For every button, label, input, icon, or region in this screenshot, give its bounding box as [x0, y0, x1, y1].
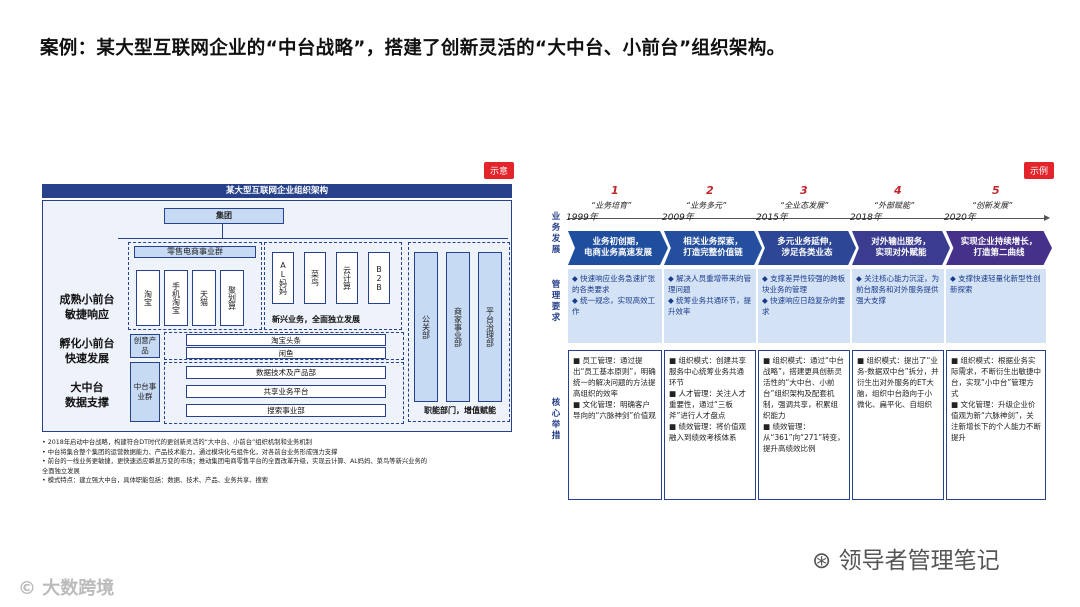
step-number: 1 — [611, 184, 619, 197]
retail-unit: 聚划算 — [220, 270, 244, 326]
phase-chevron: 多元业务延伸， 涉足各类业态 — [758, 231, 856, 265]
note-line: • 前台的一线业务更敏捷，更快速适应瞬息万变的市场；推动集团电商零售平台的全面改… — [42, 458, 428, 465]
step-label: “外部赋能” — [874, 201, 915, 210]
retail-group-box — [128, 242, 262, 330]
requirement-cell: ◆ 解决人员重增带来的管理问题 ◆ 统筹业务共通环节，提升效率 — [664, 269, 756, 343]
row-label-business: 业务发展 — [551, 212, 561, 255]
incubate-box — [164, 332, 404, 360]
timeline-axis — [568, 218, 1048, 219]
row-label-measures: 核心举措 — [551, 398, 561, 441]
functions-caption: 职能部门，增值赋能 — [424, 406, 496, 415]
creative-products-box: 创意产品 — [130, 334, 160, 358]
note-line: 全面独立发展 — [42, 467, 80, 475]
connector — [222, 224, 223, 238]
label-middle-platform: 大中台 数据支撑 — [65, 381, 109, 409]
note-line: • 模式特点：建立强大中台，具体职能包括：数据、技术、产品、业务共享、搜索 — [42, 477, 269, 484]
phase-chevron: 业务初创期， 电商业务高速发展 — [568, 231, 668, 265]
demo-tag: 示意 — [484, 162, 515, 179]
measure-cell: ■ 组织模式：通过“中台战略”，搭建更具创新灵活性的“大中台、小前台”组织架构及… — [758, 350, 850, 500]
step-number: 2 — [706, 184, 714, 197]
platform-unit: 共享业务平台 — [186, 385, 386, 398]
incubate-unit: 闲鱼 — [186, 347, 386, 359]
requirement-cell: ◆ 关注核心能力沉淀，为前台服务和对外服务提供强大支撑 — [852, 269, 944, 343]
label-mature-front: 成熟小前台 敏捷响应 — [59, 293, 115, 321]
platform-box — [164, 362, 404, 424]
new-business-box — [264, 242, 402, 330]
year-label: 2009年 — [662, 213, 694, 223]
org-chart-panel: 示意 某大型互联网企业组织架构 成熟小前台 敏捷响应 孵化小前台 快速发展 大中… — [36, 158, 522, 510]
group-box: 集团 — [164, 208, 284, 224]
new-biz-caption: 新兴业务，全面独立发展 — [272, 315, 360, 324]
step-number: 5 — [992, 184, 1000, 197]
function-unit: 商家事业部 — [446, 252, 470, 402]
example-tag: 示例 — [1024, 162, 1055, 179]
platform-unit: 搜索事业部 — [186, 404, 386, 417]
function-unit: 平台治理部 — [478, 252, 502, 402]
axis-arrow-icon: ▶ — [1044, 213, 1051, 222]
retail-unit: 淘宝 — [136, 270, 160, 326]
step-label: “业务培育” — [591, 201, 632, 210]
year-label: 2018年 — [850, 213, 882, 223]
note-line: • 中台将集合整个集团的运营数据能力、产品技术能力，通过模块化与组件化，对各前台… — [42, 448, 338, 456]
year-label: 1999年 — [566, 213, 598, 223]
new-biz-unit: 云计算 — [336, 252, 358, 304]
measure-cell: ■ 组织模式：根据业务实际需求，不断衍生出敏捷中台，实现“小中台”管理方式 ■ … — [946, 350, 1046, 500]
connector — [118, 238, 508, 239]
year-label: 2020年 — [944, 213, 976, 223]
requirement-cell: ◆ 支撑差异性较强的跨板块业务的管理 ◆ 快速响应日趋复杂的要求 — [758, 269, 850, 343]
incubate-unit: 淘宝头条 — [186, 334, 386, 346]
measure-cell: ■ 员工管理：通过提出“员工基本原则”，明确统一的解决问题的方法提高组织的效率 … — [568, 350, 662, 500]
phase-chevron: 实现企业持续增长， 打造第二曲线 — [946, 231, 1052, 265]
row-label-requirements: 管理要求 — [551, 280, 561, 323]
middle-platform-box: 中台事业群 — [130, 362, 160, 422]
note-line: • 2018年启动中台战略，构建符合DT时代的更创新灵活的“大中台、小前台”组织… — [42, 439, 312, 446]
requirement-cell: ◆ 快速响应业务急速扩张的各类要求 ◆ 统一规念，实现高效工作 — [568, 269, 662, 343]
retail-group-title: 零售电商事业群 — [134, 246, 256, 258]
functions-box — [408, 242, 510, 422]
measure-cell: ■ 组织模式：创建共享服务中心统筹业务共通环节 ■ 人才管理：关注人才重要性，通… — [664, 350, 756, 500]
requirement-cell: ◆ 支撑快速轻量化新型性创新探索 — [946, 269, 1046, 343]
year-label: 2015年 — [756, 213, 788, 223]
step-label: “业务多元” — [686, 201, 727, 210]
retail-unit: 天猫 — [192, 270, 216, 326]
new-biz-unit: B2B — [368, 252, 390, 304]
page-title: 案例：某大型互联网企业的“中台战略”，搭建了创新灵活的“大中台、小前台”组织架构… — [40, 38, 786, 59]
function-unit: 公关部 — [414, 252, 438, 402]
timeline-panel: 示例 业务发展 管理要求 核心举措 ▶ 1999年 2009年 2015年 2018年… — [546, 158, 1056, 510]
step-label: “全业态发展” — [780, 201, 829, 210]
step-number: 3 — [800, 184, 808, 197]
step-number: 4 — [894, 184, 902, 197]
step-label: “创新发展” — [972, 201, 1013, 210]
phase-chevron: 对外输出服务， 实现对外赋能 — [852, 231, 950, 265]
new-biz-unit: AL妈妈 — [272, 252, 294, 304]
platform-unit: 数据技术及产品部 — [186, 366, 386, 379]
wechat-icon: ⊛ — [812, 548, 832, 574]
label-incubate-front: 孵化小前台 快速发展 — [59, 337, 115, 365]
watermark-wechat: ⊛ 领导者管理笔记 — [812, 548, 1000, 574]
phase-chevron: 相关业务探索， 打造完整价值链 — [664, 231, 762, 265]
org-chart-header: 某大型互联网企业组织架构 — [42, 184, 512, 198]
measure-cell: ■ 组织模式：提出了“业务-数据双中台”拆分，并衍生出对外服务的ET大脑，组织中… — [852, 350, 944, 500]
retail-unit: 手机淘宝 — [164, 270, 188, 326]
notes: • 2018年启动中台战略，构建符合DT时代的更创新灵活的“大中台、小前台”组织… — [42, 438, 512, 486]
logo-icon: © — [18, 578, 36, 599]
watermark-logo: © 大数跨境 — [18, 578, 115, 599]
new-biz-unit: 菜鸟 — [304, 252, 326, 304]
